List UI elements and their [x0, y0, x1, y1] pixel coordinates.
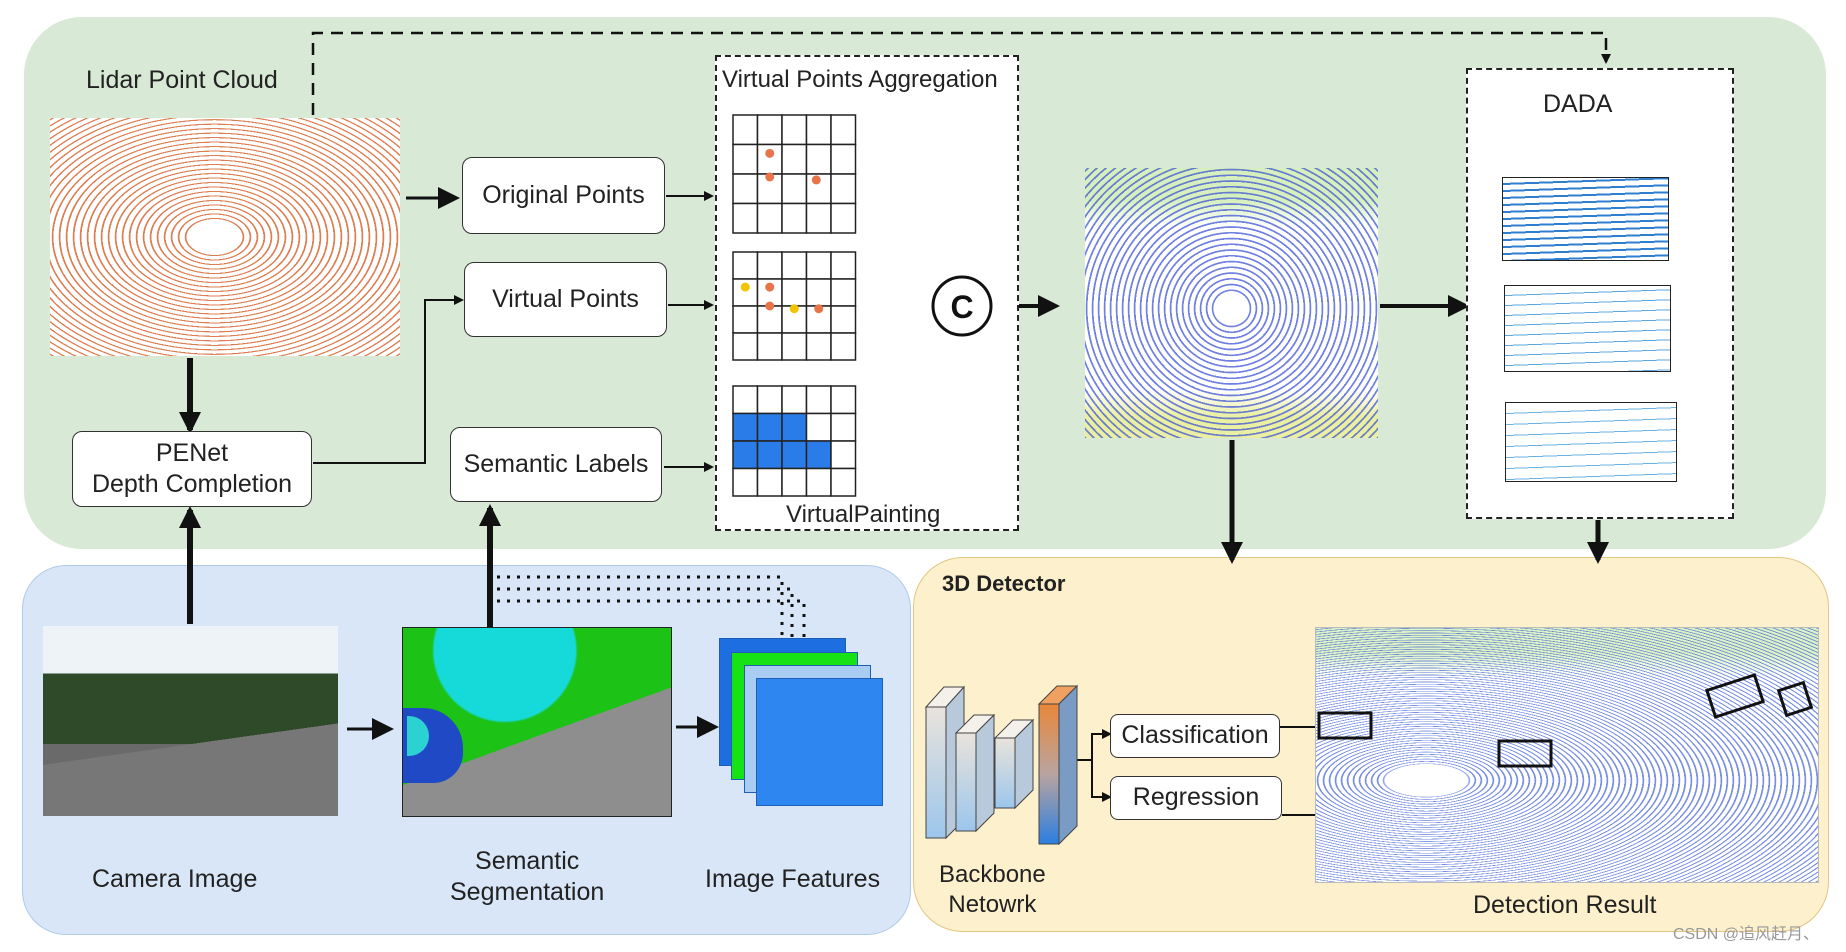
dada-sample-2 [1504, 285, 1671, 372]
penet-label: PENet [155, 438, 229, 467]
original-points-box: Original Points [462, 157, 665, 234]
feature-map-4 [756, 678, 883, 806]
fused-point-cloud-image [1085, 168, 1378, 438]
arrow-backbone-to-regression [1091, 760, 1112, 802]
dada-sample-1 [1502, 177, 1669, 261]
virtual-points-label: Virtual Points [492, 284, 639, 313]
virtual-painting-label: VirtualPainting [786, 501, 941, 528]
semantic-labels-box: Semantic Labels [450, 427, 662, 502]
original-points-label: Original Points [482, 180, 645, 209]
semantic-label-line2: Segmentation [450, 878, 605, 907]
backbone-network-label: Backbone Netowrk [939, 860, 1046, 920]
image-features-label: Image Features [705, 865, 881, 893]
aggregation-title: Virtual Points Aggregation [722, 66, 998, 93]
detection-result-label: Detection Result [1473, 891, 1657, 919]
watermark: CSDN @追风赶月、 [1673, 926, 1820, 943]
classification-label: Classification [1121, 721, 1269, 750]
3d-detector-title: 3D Detector [942, 571, 1066, 596]
lidar-point-cloud-image [50, 118, 400, 356]
classification-box: Classification [1110, 714, 1280, 758]
semantic-label-line1: Semantic [475, 847, 580, 875]
semantic-segmentation-map [402, 627, 672, 817]
depth-completion-label: Depth Completion [91, 470, 293, 498]
backbone-label-line2: Netowrk [948, 891, 1037, 918]
arrow-backbone-to-classification [1077, 729, 1112, 761]
virtual-points-aggregation-panel [715, 55, 1019, 531]
semantic-segmentation-label: Semantic Segmentation [450, 846, 604, 909]
dada-sample-3 [1505, 402, 1677, 482]
penet-depth-completion-box: PENet Depth Completion [72, 431, 312, 507]
dotted-link-3 [497, 599, 806, 675]
lidar-point-cloud-title: Lidar Point Cloud [86, 66, 278, 94]
regression-label: Regression [1132, 783, 1260, 812]
backbone-label-line1: Backbone [939, 861, 1046, 888]
segmented-vehicle-detail [407, 716, 429, 756]
detection-result-image [1315, 627, 1819, 883]
arrow-penet-to-virtual [313, 295, 464, 464]
skip-connection-dashed [311, 31, 1611, 135]
semantic-labels-label: Semantic Labels [463, 449, 649, 478]
dada-title: DADA [1543, 90, 1613, 118]
regression-box: Regression [1110, 776, 1282, 820]
virtual-points-box: Virtual Points [464, 262, 667, 337]
dotted-link-2 [497, 587, 794, 660]
camera-image-photo [43, 626, 338, 816]
camera-image-label: Camera Image [92, 865, 258, 893]
